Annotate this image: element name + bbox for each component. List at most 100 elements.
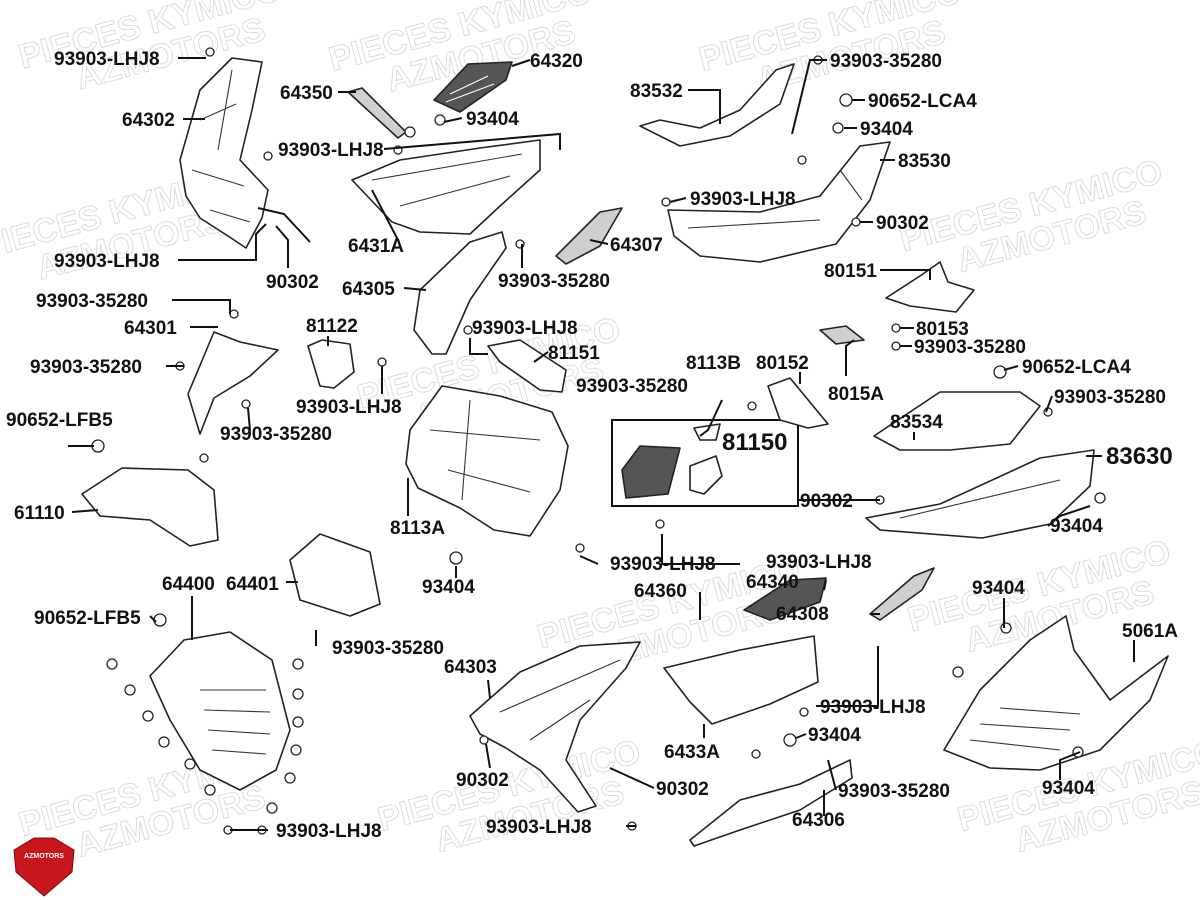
part-83534-trim: [873, 391, 1041, 451]
label-93903-LHJ8: 93903-LHJ8: [820, 697, 926, 718]
label-93903-LHJ8: 93903-LHJ8: [690, 189, 796, 210]
label-64400: 64400: [162, 574, 215, 595]
part-81151-bracket: [487, 339, 567, 393]
part-64302-front-cover: [179, 57, 269, 249]
label-90652-LFB5: 90652-LFB5: [34, 608, 141, 629]
label-93903-35280: 93903-35280: [914, 337, 1026, 358]
label-6433A: 6433A: [664, 742, 720, 763]
label-80153: 80153: [916, 319, 969, 340]
part-64340-cover: [743, 577, 827, 621]
label-83532: 83532: [630, 81, 683, 102]
label-83530: 83530: [898, 151, 951, 172]
label-93903-LHJ8: 93903-LHJ8: [610, 554, 716, 575]
label-93404: 93404: [1050, 516, 1103, 537]
label-64305: 64305: [342, 279, 395, 300]
part-5061A-under-cover: [943, 615, 1169, 771]
label-80152: 80152: [756, 353, 809, 374]
label-83534: 83534: [890, 412, 943, 433]
label-93903-LHJ8: 93903-LHJ8: [486, 817, 592, 838]
label-83630: 83630: [1106, 443, 1173, 470]
part-64301-cover: [187, 331, 279, 435]
label-93903-35280: 93903-35280: [220, 424, 332, 445]
label-93903-35280: 93903-35280: [498, 271, 610, 292]
label-64308: 64308: [776, 604, 829, 625]
label-8015A: 8015A: [828, 384, 884, 405]
label-93903-LHJ8: 93903-LHJ8: [278, 140, 384, 161]
label-90652-LFB5: 90652-LFB5: [6, 410, 113, 431]
label-61110: 61110: [14, 503, 65, 524]
label-93903-LHJ8: 93903-LHJ8: [54, 49, 160, 70]
part-6433A-panel: [663, 635, 819, 725]
part-83532-cover: [639, 63, 795, 147]
logo-text: AZMOTORS: [24, 853, 64, 860]
label-90302: 90302: [456, 770, 509, 791]
label-64320: 64320: [530, 51, 583, 72]
label-81122: 81122: [306, 316, 358, 337]
label-93404: 93404: [1042, 778, 1095, 799]
label-93903-35280: 93903-35280: [332, 638, 444, 659]
part-64305-side: [413, 231, 507, 355]
leader-lines: [68, 57, 1135, 831]
part-61110-guard: [81, 467, 219, 547]
label-93404: 93404: [466, 109, 519, 130]
parts-layer: AZMOTORS: [13, 57, 1169, 897]
fasteners-layer: [91, 47, 1106, 835]
part-64303-front: [469, 641, 641, 813]
label-93903-LHJ8: 93903-LHJ8: [54, 251, 160, 272]
label-90302: 90302: [266, 272, 319, 293]
part-8113B-box: [621, 445, 681, 499]
group-8113B-frame: [611, 419, 799, 507]
label-64360: 64360: [634, 581, 687, 602]
label-93903-LHJ8: 93903-LHJ8: [296, 397, 402, 418]
label-93903-35280: 93903-35280: [36, 291, 148, 312]
label-80151: 80151: [824, 261, 877, 282]
part-83630-side-panel: [865, 449, 1095, 539]
label-81151: 81151: [548, 343, 600, 364]
azmotors-logo: [13, 837, 75, 897]
label-93903-35280: 93903-35280: [838, 781, 950, 802]
part-64306-trim: [689, 759, 853, 847]
label-64302: 64302: [122, 110, 175, 131]
label-64301: 64301: [124, 318, 177, 339]
part-8113A-inner-cover: [405, 385, 569, 537]
label-64303: 64303: [444, 657, 497, 678]
label-90652-LCA4: 90652-LCA4: [868, 91, 977, 112]
label-93903-35280: 93903-35280: [830, 51, 942, 72]
label-6431A: 6431A: [348, 236, 404, 257]
part-81150-clip: [693, 423, 721, 441]
part-6431A-panel: [351, 139, 541, 235]
part-80151-cover: [885, 261, 975, 313]
label-81150: 81150: [722, 429, 787, 456]
label-93404: 93404: [860, 119, 913, 140]
label-5061A: 5061A: [1122, 621, 1178, 642]
label-90302: 90302: [656, 779, 709, 800]
label-93903-LHJ8: 93903-LHJ8: [766, 552, 872, 573]
label-64307: 64307: [610, 235, 663, 256]
label-93903-35280: 93903-35280: [1054, 387, 1166, 408]
label-8113A: 8113A: [390, 518, 445, 539]
label-93903-35280: 93903-35280: [576, 376, 688, 397]
label-64350: 64350: [280, 83, 333, 104]
label-64401: 64401: [226, 574, 279, 595]
part-64307-trim: [555, 207, 623, 265]
label-93404: 93404: [972, 578, 1025, 599]
label-93903-LHJ8: 93903-LHJ8: [276, 821, 382, 842]
part-81150-lid: [689, 455, 723, 495]
label-93404: 93404: [422, 577, 475, 598]
labels-layer: 93903-LHJ8 64302 93903-LHJ8 90302 64350 …: [6, 49, 1178, 842]
label-90652-LCA4: 90652-LCA4: [1022, 357, 1131, 378]
label-90302: 90302: [800, 491, 853, 512]
label-90302: 90302: [876, 213, 929, 234]
part-8015A-mat: [819, 325, 865, 345]
part-80152-cover: [767, 377, 829, 429]
label-93404: 93404: [808, 725, 861, 746]
part-83530-body: [667, 141, 891, 263]
label-8113B: 8113B: [686, 353, 741, 374]
label-93903-LHJ8: 93903-LHJ8: [472, 318, 578, 339]
part-64308-trim: [869, 567, 935, 621]
part-81122-bracket: [307, 339, 355, 389]
label-64340: 64340: [746, 572, 799, 593]
label-93903-35280: 93903-35280: [30, 357, 142, 378]
label-64306: 64306: [792, 810, 845, 831]
